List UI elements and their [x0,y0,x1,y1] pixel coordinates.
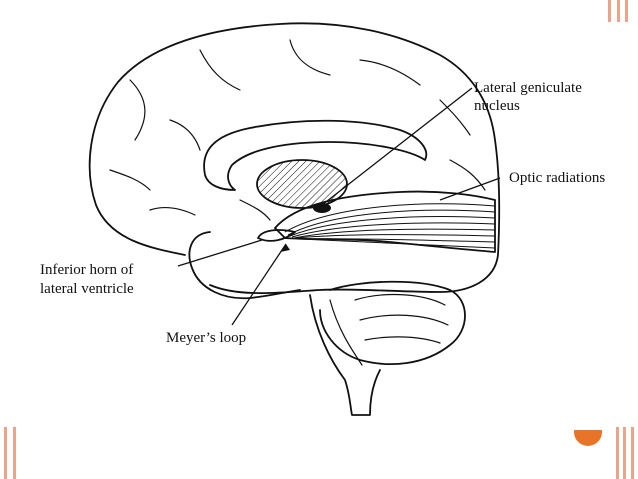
cerebellum-folia-3 [364,336,441,344]
orange-dot-mask [560,400,610,430]
pointer-lateral-geniculate [321,87,473,206]
label-inferior-horn-line2: lateral ventricle [40,281,134,297]
sulcus-1 [129,79,146,141]
sulcus-2 [199,49,241,91]
temporal-lobe-outline [188,231,301,300]
label-inferior-horn-line1: Inferior horn of [40,262,134,278]
pointer-meyers-loop [231,243,287,326]
slide-accent-bottom-left [0,427,30,479]
sulcus-7 [149,206,196,216]
inferior-horn-shape [257,229,296,242]
optic-radiation-fibres [284,203,496,249]
label-lateral-geniculate-line1: Lateral geniculate [474,80,582,96]
pointer-optic-radiations [439,177,501,201]
slide-accent-bottom-right [608,427,638,479]
sulcus-4 [359,59,421,86]
optic-radiation-band [274,190,496,253]
pointer-inferior-horn [177,239,263,267]
sulcus-9 [449,159,486,191]
label-meyers-loop: Meyer’s loop [166,330,247,346]
arrowhead-meyers-loop [280,244,290,252]
sulcus-3 [289,39,331,76]
corpus-callosum-outline [203,119,428,191]
label-optic-radiations: Optic radiations [509,170,606,186]
sulcus-10 [169,119,201,151]
lateral-geniculate-nucleus [313,203,331,213]
sulcus-6 [109,169,151,191]
brainstem-line [329,299,363,366]
thalamus-hatched [256,159,348,209]
cerebellum-folia-2 [359,314,449,326]
label-lateral-geniculate-line2: nucleus [474,98,520,114]
cerebellum-folia [354,293,446,306]
cerebrum-outline [88,22,501,295]
brainstem-outline [309,294,381,416]
cerebellum-outline [319,280,466,365]
slide-accent-top-right [608,0,638,22]
sulcus-5 [439,99,471,136]
sulcus-8 [239,199,271,221]
